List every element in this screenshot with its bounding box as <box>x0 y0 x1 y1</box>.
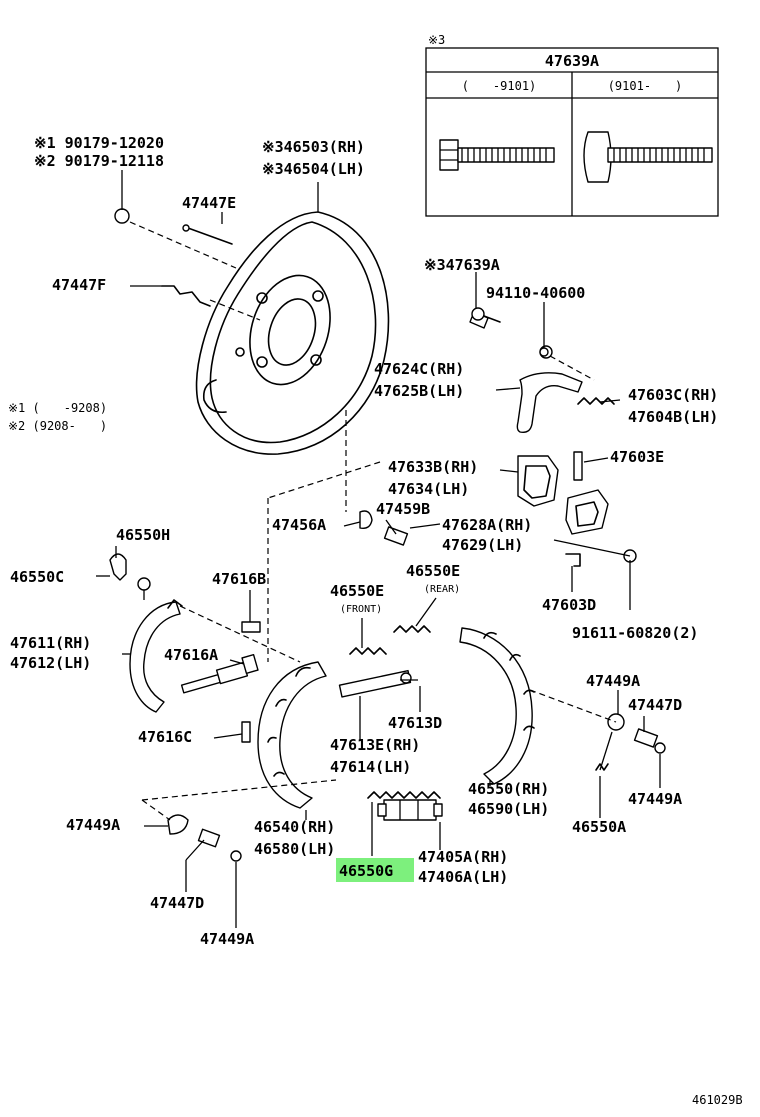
label-47616B: 47616B <box>212 570 266 588</box>
label-47447F: 47447F <box>52 276 106 294</box>
label-47639A: ※347639A <box>424 256 500 274</box>
label-47456A: 47456A <box>272 516 326 534</box>
backing-plate <box>195 211 390 455</box>
bracket-icon-2 <box>565 489 609 535</box>
label-90179-12118: ※2 90179-12118 <box>34 152 164 170</box>
label-91611-60820: 91611-60820(2) <box>572 624 698 642</box>
pin-icon <box>573 451 583 481</box>
washer-left-icon <box>230 850 242 862</box>
cable-bracket <box>469 311 583 434</box>
clip-46550H-icon <box>109 553 127 581</box>
table-col1-header: ( -9101) <box>462 79 537 93</box>
label-46550A: 46550A <box>572 818 626 836</box>
label-46540: 46540(RH) <box>254 818 335 836</box>
label-47449A-left: 47449A <box>66 816 120 834</box>
label-46590: 46590(LH) <box>468 800 549 818</box>
label-90179-12020: ※1 90179-12020 <box>34 134 164 152</box>
label-46504: ※346504(LH) <box>262 160 365 178</box>
label-47614: 47614(LH) <box>330 758 411 776</box>
label-47449A-right-2: 47449A <box>628 790 682 808</box>
label-46550C: 46550C <box>10 568 64 586</box>
parking-shoe-left <box>129 599 183 713</box>
wheel-cylinder-icon <box>377 799 443 821</box>
label-46550G: 46550G <box>339 862 393 880</box>
label-47625B: 47625B(LH) <box>374 382 464 400</box>
label-front: (FRONT) <box>340 604 382 615</box>
bolt-variant-table: ※3 47639A ( -9101) (9101- ) <box>425 33 719 217</box>
wire-icon <box>161 285 211 307</box>
leader-lines <box>96 170 661 928</box>
label-47447E: 47447E <box>182 194 236 212</box>
spring-front-icon <box>349 647 387 655</box>
label-47405A: 47405A(RH) <box>418 848 508 866</box>
table-col2-header: (9101- ) <box>608 79 683 93</box>
plug-icon <box>383 526 409 546</box>
label-47613D: 47613D <box>388 714 442 732</box>
label-46550: 46550(RH) <box>468 780 549 798</box>
hex-bolt-icon <box>439 139 555 171</box>
label-46580: 46580(LH) <box>254 840 335 858</box>
spring-46550G-icon <box>367 791 441 799</box>
strut-icon <box>338 669 412 698</box>
clip-47456A-icon <box>359 510 373 530</box>
label-47449A-right-1: 47449A <box>586 672 640 690</box>
label-47624C: 47624C(RH) <box>374 360 464 378</box>
washer-47449A-icon <box>654 742 666 754</box>
label-47459B: 47459B <box>376 500 430 518</box>
clip-icon <box>565 553 581 567</box>
label-94110-40600: 94110-40600 <box>486 284 585 302</box>
pin-47447E-icon <box>187 227 233 245</box>
label-note1: ※1 ( -9208) <box>8 401 107 415</box>
flange-bolt-icon <box>583 131 713 183</box>
label-note2: ※2 (9208- ) <box>8 419 107 433</box>
label-46550E-front: 46550E <box>330 582 384 600</box>
spring-47616B-icon <box>241 621 261 633</box>
label-47612: 47612(LH) <box>10 654 91 672</box>
label-46503: ※346503(RH) <box>262 138 365 156</box>
spring-rear-icon <box>393 625 431 633</box>
label-rear: (REAR) <box>424 584 460 595</box>
label-47633B: 47633B(RH) <box>388 458 478 476</box>
cap-left-icon <box>167 814 189 835</box>
adjuster-icon <box>180 653 259 694</box>
label-47613E: 47613E(RH) <box>330 736 420 754</box>
label-47449A-bottom: 47449A <box>200 930 254 948</box>
table-note-mark: ※3 <box>428 33 445 47</box>
brake-shoe-rear <box>459 627 535 785</box>
nut-icon <box>114 208 130 224</box>
pin-47616C-icon <box>241 721 251 743</box>
part-labels: ※1 90179-12020 ※2 90179-12118 ※346503(RH… <box>8 134 743 1107</box>
label-47628A: 47628A(RH) <box>442 516 532 534</box>
label-46550E-rear: 46550E <box>406 562 460 580</box>
label-47611: 47611(RH) <box>10 634 91 652</box>
bolt-94110-icon <box>471 307 549 357</box>
label-47603C: 47603C(RH) <box>628 386 718 404</box>
table-title: 47639A <box>545 52 599 70</box>
label-46550H: 46550H <box>116 526 170 544</box>
spring-47613D-icon <box>400 672 412 684</box>
label-47603E: 47603E <box>610 448 664 466</box>
label-47604B: 47604B(LH) <box>628 408 718 426</box>
spring-47447D-icon <box>633 728 659 748</box>
label-47616C: 47616C <box>138 728 192 746</box>
highlight-box <box>336 858 414 882</box>
figure-code: 461029B <box>692 1093 743 1107</box>
washer-46550C-icon <box>137 577 151 591</box>
label-47634: 47634(LH) <box>388 480 469 498</box>
spring-left-icon <box>197 828 221 848</box>
label-47447D-right: 47447D <box>628 696 682 714</box>
brake-shoe-front <box>257 661 327 809</box>
spring-icon <box>577 397 615 405</box>
label-47406A: 47406A(LH) <box>418 868 508 886</box>
label-47629: 47629(LH) <box>442 536 523 554</box>
spring-46550A-icon <box>595 763 609 771</box>
label-47603D: 47603D <box>542 596 596 614</box>
label-47616A: 47616A <box>164 646 218 664</box>
label-47447D-left: 47447D <box>150 894 204 912</box>
